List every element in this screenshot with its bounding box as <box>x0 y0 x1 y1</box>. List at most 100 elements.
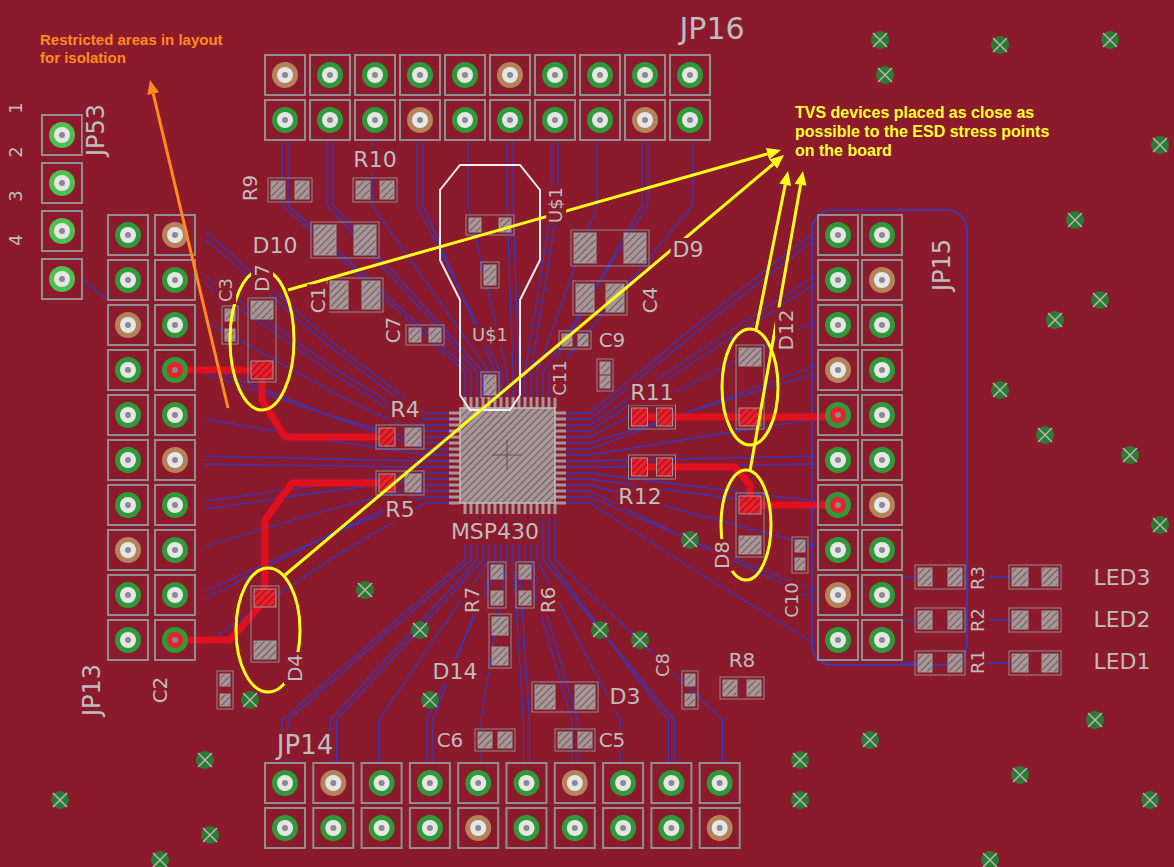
pad-ring <box>632 107 658 133</box>
pad-centre <box>172 547 178 553</box>
header-pad <box>818 260 858 300</box>
via-ring <box>591 621 609 639</box>
pad-outline <box>355 55 395 95</box>
pad-hole <box>167 317 183 333</box>
capacitor-symbol <box>682 671 698 709</box>
header-pad <box>108 350 148 390</box>
via-ring <box>51 791 69 809</box>
pad-ring <box>272 107 298 133</box>
pad-ring <box>465 770 491 796</box>
bottom-trace <box>427 518 501 762</box>
chip-pin <box>449 472 460 475</box>
via-cross <box>1143 793 1157 807</box>
via <box>791 751 809 769</box>
pad-ring <box>610 815 636 841</box>
pad-outline <box>410 763 450 803</box>
pad-centre <box>835 232 841 238</box>
capacitor-symbol <box>555 729 595 751</box>
pad-outline <box>862 305 902 345</box>
pad-ring <box>369 815 395 841</box>
pad-outline <box>862 620 902 660</box>
smd-pad <box>492 647 508 665</box>
header-pad <box>42 211 82 251</box>
pad-outline <box>670 55 710 95</box>
part-label: D9 <box>671 238 706 262</box>
pad-hole <box>167 362 183 378</box>
pad-outline <box>108 305 148 345</box>
smd-pad <box>685 674 695 686</box>
chip-pin <box>518 503 521 514</box>
chip-pin <box>555 466 566 469</box>
header-pad <box>700 808 740 848</box>
capacitor-symbol <box>327 278 383 312</box>
pad-centre <box>835 322 841 328</box>
header-pad <box>625 100 665 140</box>
pad-outline <box>555 808 595 848</box>
chip-pin <box>506 397 509 408</box>
pad-centre <box>879 412 885 418</box>
pad-ring <box>587 107 613 133</box>
pad-centre <box>330 825 336 831</box>
via <box>201 826 219 844</box>
pad-centre <box>879 592 885 598</box>
smd-parts <box>217 178 1061 751</box>
pad-centre <box>835 457 841 463</box>
part-outline <box>268 178 312 202</box>
pad-outline <box>155 350 195 390</box>
part-outline <box>629 405 676 429</box>
chip-pin <box>555 478 566 481</box>
pad-centre <box>835 367 841 373</box>
pad-outline <box>310 100 350 140</box>
via-ring <box>421 691 439 709</box>
smd-pad <box>948 654 962 672</box>
pad-outline <box>862 260 902 300</box>
pad-outline <box>362 763 402 803</box>
pad-ring <box>497 62 523 88</box>
pad-hole <box>120 452 136 468</box>
header-pad <box>362 808 402 848</box>
pad-centre <box>125 592 131 598</box>
pad-hole <box>374 775 390 791</box>
part-outline <box>555 729 595 751</box>
pad-outline <box>700 763 740 803</box>
pad-centre <box>879 367 885 373</box>
pad-ring <box>115 357 141 383</box>
pad-ring <box>115 582 141 608</box>
pad-ring <box>825 267 851 293</box>
annotation-layer <box>147 80 806 692</box>
part-outline <box>1009 565 1061 589</box>
annotation-note: TVS devices placed as close as possible … <box>793 102 1065 162</box>
pad-hole <box>167 587 183 603</box>
pad-centre <box>427 780 433 786</box>
via-cross <box>198 753 212 767</box>
pad-hole <box>422 820 438 836</box>
header-pad <box>862 215 902 255</box>
part-label: C9 <box>597 329 628 351</box>
resistor-symbol <box>488 562 506 608</box>
via-ring <box>631 631 649 649</box>
part-label: LED1 <box>1091 650 1152 674</box>
header-pad <box>670 100 710 140</box>
smd-pad <box>330 281 348 309</box>
pad-outline <box>108 215 148 255</box>
part-label: C2 <box>149 675 171 706</box>
chip-pin <box>555 424 566 427</box>
connector-label: JP15 <box>929 237 955 293</box>
pad-ring <box>514 770 540 796</box>
pad-centre <box>372 117 378 123</box>
smd-pad <box>535 685 555 709</box>
part-label: D4 <box>284 652 306 684</box>
pad-hole <box>682 112 698 128</box>
chip-pin <box>476 397 479 408</box>
part-label: D3 <box>608 685 643 709</box>
pad-centre <box>59 276 65 282</box>
header-pad <box>818 305 858 345</box>
header-pad <box>108 305 148 345</box>
via-cross <box>793 793 807 807</box>
smd-pad <box>254 641 276 659</box>
part-outline <box>915 565 965 589</box>
pad-centre <box>172 232 178 238</box>
pad-hole <box>277 112 293 128</box>
pad-ring <box>587 62 613 88</box>
pad-outline <box>651 763 691 803</box>
